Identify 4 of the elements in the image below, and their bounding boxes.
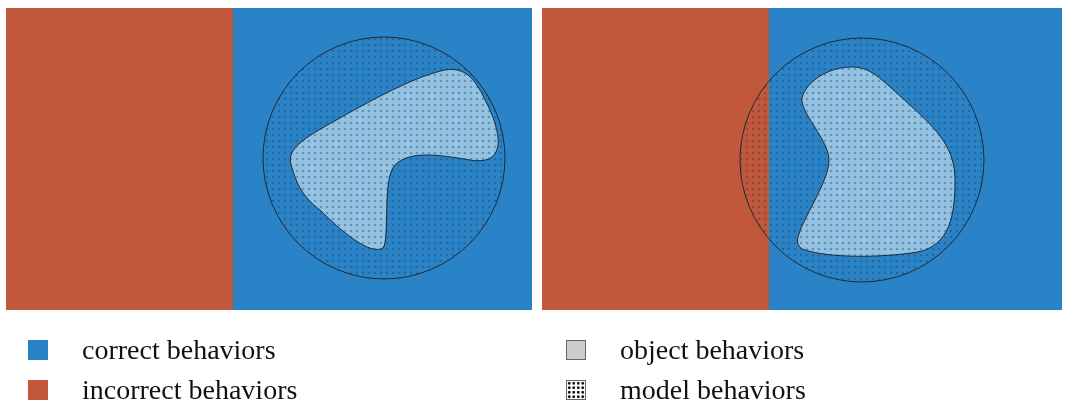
legend-label: model behaviors (620, 374, 806, 406)
legend-label: correct behaviors (82, 334, 276, 366)
legend-label: incorrect behaviors (82, 374, 298, 406)
legend-label: object behaviors (620, 334, 805, 366)
